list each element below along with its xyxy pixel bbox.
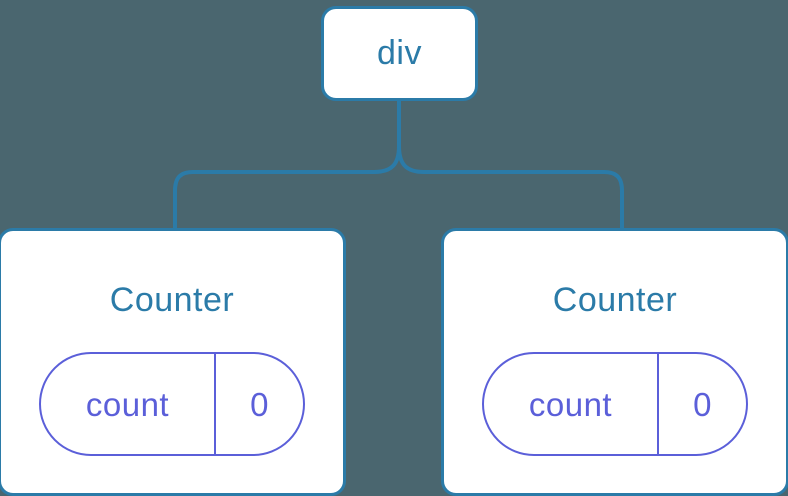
state-value-left: 0 (216, 354, 303, 454)
state-value-left-label: 0 (250, 385, 269, 423)
node-div-label: div (377, 34, 422, 72)
state-pill-left[interactable]: count 0 (39, 352, 305, 456)
state-key-right-label: count (528, 385, 613, 423)
edge-root-to-right-counter (397, 101, 624, 230)
state-key-right: count (484, 354, 659, 454)
node-div[interactable]: div (321, 6, 478, 101)
state-value-right-label: 0 (693, 385, 712, 423)
node-counter-right-label: Counter (552, 281, 678, 319)
node-counter-right[interactable]: Counter count 0 (441, 228, 788, 496)
node-counter-left[interactable]: Counter count 0 (0, 228, 346, 496)
node-counter-left-label: Counter (109, 281, 235, 319)
state-value-right: 0 (659, 354, 746, 454)
state-pill-right[interactable]: count 0 (482, 352, 748, 456)
state-key-left-label: count (85, 385, 170, 423)
edge-root-to-left-counter (173, 101, 401, 230)
state-key-left: count (41, 354, 216, 454)
